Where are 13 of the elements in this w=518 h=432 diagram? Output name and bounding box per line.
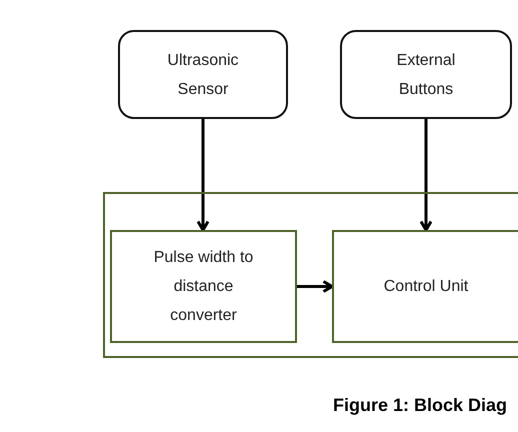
arrow: [297, 280, 334, 293]
node-text: Ultrasonic Sensor: [166, 50, 240, 100]
figure-caption: Figure 1: Block Diag: [333, 395, 508, 416]
system-box: [103, 192, 518, 358]
node-text: Pulse width to distance converter: [152, 248, 254, 326]
arrow: [196, 119, 210, 232]
node-text: Control Unit: [384, 277, 468, 297]
device-box: [340, 30, 512, 119]
device-box: [118, 30, 288, 119]
node-text: External Buttons: [396, 50, 456, 100]
process-box: [332, 230, 518, 343]
arrow: [420, 119, 432, 232]
process-box: [110, 230, 297, 343]
